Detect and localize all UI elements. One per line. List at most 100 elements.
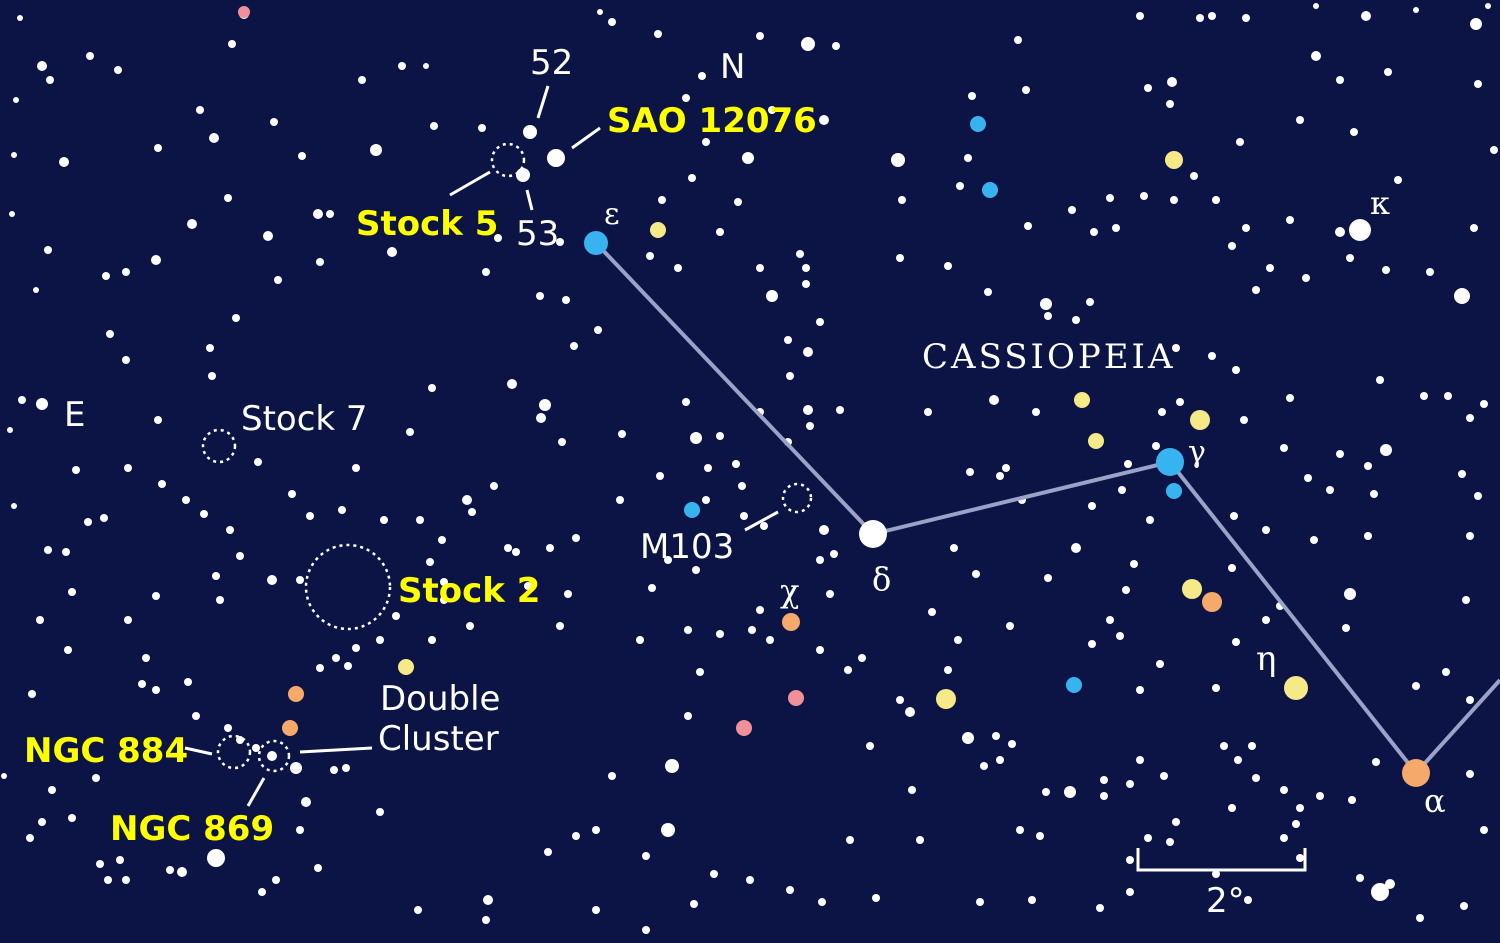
star-52 bbox=[523, 125, 537, 139]
pointer-53 bbox=[525, 189, 534, 211]
star bbox=[690, 432, 702, 444]
star bbox=[1146, 516, 1154, 524]
star bbox=[1252, 774, 1260, 782]
star bbox=[462, 495, 472, 505]
star bbox=[1316, 792, 1324, 800]
star bbox=[151, 255, 161, 265]
star bbox=[376, 636, 384, 644]
star bbox=[968, 92, 976, 100]
star bbox=[224, 724, 232, 732]
star bbox=[592, 906, 600, 914]
star bbox=[801, 37, 815, 51]
star bbox=[734, 198, 742, 206]
star bbox=[1232, 366, 1240, 374]
star bbox=[440, 578, 448, 586]
star bbox=[1348, 796, 1356, 804]
star bbox=[1480, 826, 1488, 834]
star bbox=[654, 30, 662, 38]
star bbox=[1228, 564, 1236, 572]
star bbox=[298, 152, 306, 160]
pointer-ngc884 bbox=[184, 746, 213, 756]
cluster-rings bbox=[201, 142, 813, 773]
star bbox=[263, 231, 273, 241]
star bbox=[802, 264, 810, 272]
star bbox=[572, 832, 580, 840]
label-ngc869: NGC 869 bbox=[110, 809, 274, 849]
colored-star bbox=[684, 502, 700, 518]
star bbox=[1336, 450, 1344, 458]
star bbox=[1296, 854, 1304, 862]
star bbox=[1335, 227, 1345, 237]
star bbox=[1136, 686, 1144, 694]
star bbox=[1292, 820, 1300, 828]
colored-star bbox=[970, 116, 986, 132]
star bbox=[556, 622, 564, 630]
star bbox=[796, 250, 804, 258]
star bbox=[696, 668, 704, 676]
star bbox=[1088, 640, 1096, 648]
star bbox=[980, 762, 988, 770]
star bbox=[803, 347, 813, 357]
star bbox=[59, 157, 69, 167]
star bbox=[226, 526, 234, 534]
star bbox=[656, 472, 664, 480]
star-epsilon bbox=[584, 231, 608, 255]
pointer-lines bbox=[184, 85, 779, 807]
star bbox=[1096, 904, 1104, 912]
star bbox=[92, 774, 100, 782]
pointer-sao bbox=[571, 126, 601, 150]
star bbox=[1470, 224, 1478, 232]
star bbox=[392, 612, 400, 620]
star bbox=[228, 40, 236, 48]
label-stock5: Stock 5 bbox=[356, 204, 498, 244]
star bbox=[1336, 76, 1344, 84]
star bbox=[152, 686, 160, 694]
star-53 bbox=[516, 168, 530, 182]
colored-star bbox=[736, 720, 752, 736]
star bbox=[1032, 408, 1040, 416]
star bbox=[1176, 398, 1184, 406]
star bbox=[916, 836, 924, 844]
label-delta: δ bbox=[872, 560, 891, 598]
star bbox=[1106, 194, 1114, 202]
colored-star bbox=[282, 720, 298, 736]
star bbox=[740, 512, 748, 520]
star bbox=[1166, 838, 1174, 846]
label-scale: 2° bbox=[1206, 881, 1245, 921]
star bbox=[1088, 502, 1096, 510]
label-epsilon: ε bbox=[604, 197, 620, 232]
star bbox=[1420, 392, 1428, 400]
background-stars bbox=[1, 3, 1498, 934]
star bbox=[1470, 18, 1482, 30]
star bbox=[330, 766, 338, 774]
star bbox=[1002, 464, 1010, 472]
star bbox=[466, 622, 474, 630]
label-ngc884: NGC 884 bbox=[24, 731, 188, 771]
star bbox=[1326, 486, 1334, 494]
star bbox=[962, 732, 974, 744]
star bbox=[1311, 51, 1321, 61]
star bbox=[618, 430, 626, 438]
star bbox=[124, 464, 132, 472]
star bbox=[290, 762, 302, 774]
star bbox=[326, 210, 334, 218]
star bbox=[33, 287, 39, 293]
star bbox=[1286, 216, 1294, 224]
star bbox=[1140, 192, 1148, 200]
star bbox=[664, 556, 672, 564]
star bbox=[416, 516, 424, 524]
star bbox=[558, 438, 566, 446]
star bbox=[816, 556, 824, 564]
star bbox=[546, 544, 554, 552]
star bbox=[891, 153, 905, 167]
star bbox=[1116, 632, 1124, 640]
star bbox=[332, 654, 340, 662]
star bbox=[338, 506, 346, 514]
star bbox=[296, 826, 304, 834]
star bbox=[562, 296, 570, 304]
star bbox=[494, 234, 502, 242]
star bbox=[996, 472, 1004, 480]
star bbox=[36, 616, 44, 624]
star bbox=[1112, 224, 1120, 232]
